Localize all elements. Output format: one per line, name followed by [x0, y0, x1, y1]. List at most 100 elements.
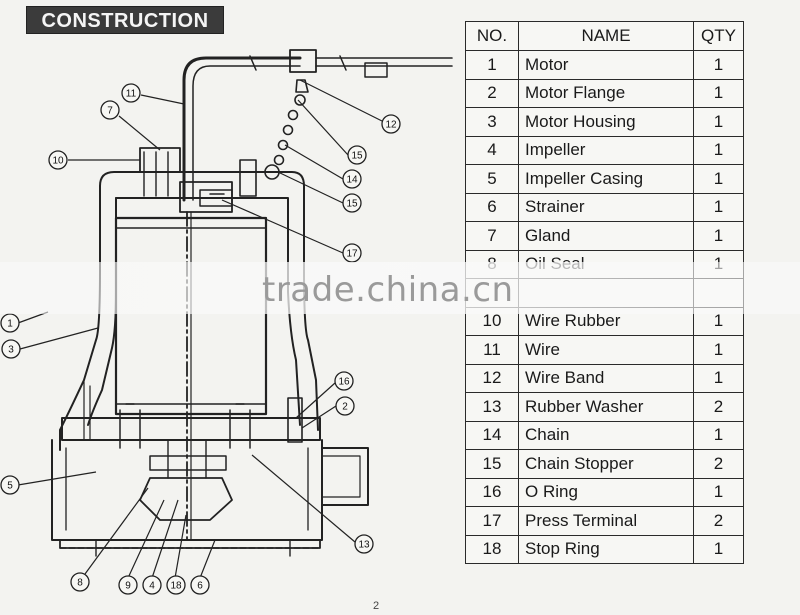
cell-name: Stop Ring	[518, 534, 694, 564]
svg-text:9: 9	[125, 581, 131, 592]
callout-1: 1	[0, 313, 20, 333]
cell-qty: 1	[693, 221, 744, 251]
cell-no: 12	[465, 363, 519, 393]
svg-text:12: 12	[385, 120, 397, 131]
press-terminal	[199, 189, 233, 207]
cell-no: 7	[465, 221, 519, 251]
cell-no: 15	[465, 449, 519, 479]
cell-qty: 2	[693, 392, 744, 422]
cell-name: Chain	[518, 420, 694, 450]
cell-no: 13	[465, 392, 519, 422]
column-header-qty: QTY	[693, 21, 744, 51]
cell-qty: 1	[693, 135, 744, 165]
cell-no: 11	[465, 335, 519, 365]
svg-text:17: 17	[346, 249, 358, 260]
strainer	[59, 539, 321, 549]
callout-10: 10	[48, 150, 68, 170]
wire	[182, 56, 302, 202]
cell-qty: 1	[693, 164, 744, 194]
callout-11: 11	[121, 83, 141, 103]
motor-flange	[61, 417, 321, 441]
cell-qty: 1	[693, 420, 744, 450]
callout-18: 18	[166, 575, 186, 595]
cell-qty: 1	[693, 363, 744, 393]
callout-14: 14	[342, 169, 362, 189]
cell-name: Motor Flange	[518, 78, 694, 108]
svg-text:18: 18	[170, 581, 182, 592]
svg-text:13: 13	[358, 540, 370, 551]
callout-13: 13	[354, 534, 374, 554]
svg-text:4: 4	[149, 581, 155, 592]
cell-qty: 1	[693, 534, 744, 564]
callout-5: 5	[0, 475, 20, 495]
svg-text:8: 8	[77, 578, 83, 589]
column-header-no: NO.	[465, 21, 519, 51]
cell-qty: 1	[693, 192, 744, 222]
callout-2: 2	[335, 396, 355, 416]
svg-text:5: 5	[7, 481, 13, 492]
column-header-name: NAME	[518, 21, 694, 51]
chain	[264, 79, 309, 180]
cell-no: 1	[465, 50, 519, 80]
cell-no: 18	[465, 534, 519, 564]
svg-text:7: 7	[107, 106, 113, 117]
cell-qty: 1	[693, 50, 744, 80]
cell-name: Chain Stopper	[518, 449, 694, 479]
cell-name: Strainer	[518, 192, 694, 222]
cell-name: O Ring	[518, 477, 694, 507]
callout-7: 7	[100, 100, 120, 120]
cell-no: 2	[465, 78, 519, 108]
cell-qty: 1	[693, 78, 744, 108]
cell-name: Impeller Casing	[518, 164, 694, 194]
callout-6: 6	[190, 575, 210, 595]
cell-qty: 2	[693, 449, 744, 479]
callout-4: 4	[142, 575, 162, 595]
impeller-casing	[51, 439, 323, 541]
callout-8: 8	[70, 572, 90, 592]
callout-15-bottom: 15	[342, 193, 362, 213]
cell-qty: 1	[693, 335, 744, 365]
svg-text:10: 10	[52, 156, 64, 167]
cell-qty: 2	[693, 506, 744, 536]
svg-text:15: 15	[346, 199, 358, 210]
svg-text:3: 3	[8, 345, 14, 356]
cell-no: 3	[465, 107, 519, 137]
pump-construction-diagram: 11 7 10 1 3 5 12 15 14 15 17 16 2 13 8 9…	[0, 49, 453, 595]
callout-15-top: 15	[347, 145, 367, 165]
cell-qty: 1	[693, 107, 744, 137]
cell-qty: 1	[693, 477, 744, 507]
svg-text:16: 16	[338, 377, 350, 388]
callout-12: 12	[381, 114, 401, 134]
cell-name: Impeller	[518, 135, 694, 165]
callout-3: 3	[1, 339, 21, 359]
impeller	[139, 477, 233, 521]
cell-name: Rubber Washer	[518, 392, 694, 422]
svg-text:1: 1	[7, 319, 13, 330]
callout-9: 9	[118, 575, 138, 595]
callout-16: 16	[334, 371, 354, 391]
cell-name: Motor Housing	[518, 107, 694, 137]
watermark-text: trade.china.cn	[262, 270, 514, 310]
page-number: 2	[373, 600, 380, 612]
svg-text:2: 2	[342, 402, 348, 413]
cell-name: Press Terminal	[518, 506, 694, 536]
motor-housing	[59, 185, 117, 451]
svg-text:6: 6	[197, 581, 203, 592]
cell-name: Wire	[518, 335, 694, 365]
cell-no: 14	[465, 420, 519, 450]
cell-name: Wire Band	[518, 363, 694, 393]
table-header-row: NO. NAME QTY	[465, 21, 744, 51]
